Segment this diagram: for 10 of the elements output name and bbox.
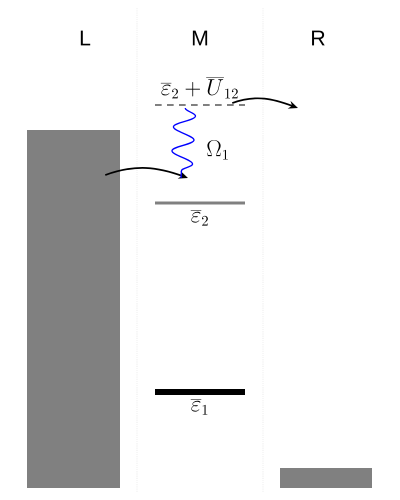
energy-level: $\overline{\varepsilon}_2$: [155, 202, 245, 226]
lead-bar: [280, 468, 372, 488]
column-label: L: [80, 30, 90, 46]
column-label: M: [192, 30, 208, 46]
lead-bar: [27, 130, 120, 488]
energy-level: $\overline{\varepsilon}_1$: [155, 389, 245, 415]
edge-label: $\Omega_1$: [205, 139, 231, 161]
energy-level: $\overline{\varepsilon}_2+\overline{U}_{12}$: [155, 77, 245, 106]
column-label: R: [312, 30, 325, 46]
wavy-line: [171, 108, 196, 178]
